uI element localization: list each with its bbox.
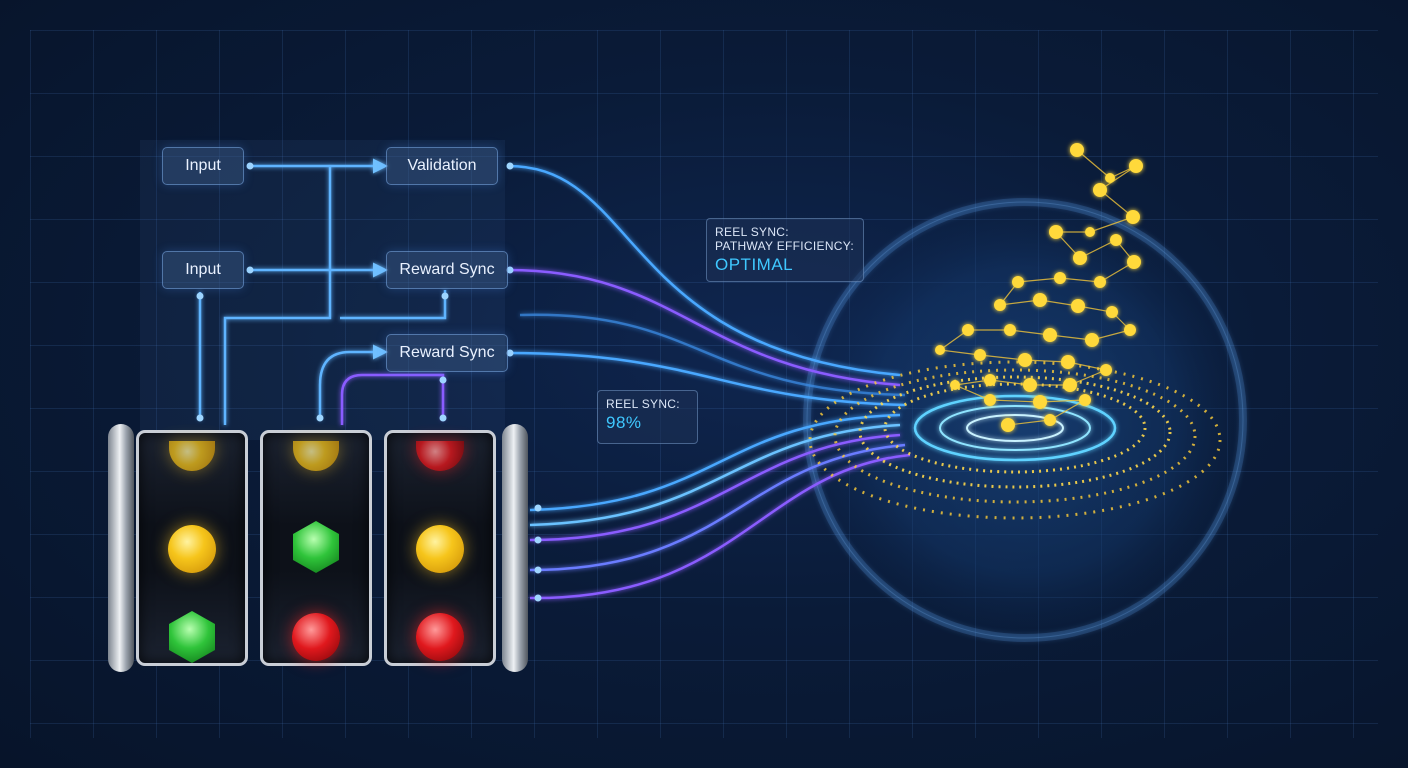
ruby-icon — [292, 613, 340, 661]
flow-endpoints — [506, 162, 542, 602]
flow-reel-3 — [529, 433, 901, 542]
reel-sync-badge: REEL SYNC: 98% — [597, 390, 698, 444]
flow-reward-2 — [507, 351, 906, 407]
node-network — [935, 143, 1143, 432]
sync-value: 98% — [606, 413, 642, 432]
validation-node[interactable]: Validation — [386, 147, 498, 185]
connector-dots — [196, 162, 449, 422]
reel-cap-right — [502, 424, 528, 672]
reel-cap-left — [108, 424, 134, 672]
diagram-connectors-purple — [340, 373, 445, 425]
efficiency-value: OPTIMAL — [715, 255, 794, 274]
coin-icon — [169, 441, 215, 471]
ruby-icon — [416, 613, 464, 661]
connector-branch-a — [223, 166, 332, 425]
reel-3[interactable] — [384, 430, 496, 666]
reel-1[interactable] — [136, 430, 248, 666]
emerald-icon — [293, 521, 339, 573]
efficiency-badge: REEL SYNC: PATHWAY EFFICIENCY: OPTIMAL — [706, 218, 864, 282]
coin-icon — [416, 525, 464, 573]
flow-reward-1 — [507, 268, 901, 387]
connector-reel-reward — [318, 344, 388, 420]
input-node-1[interactable]: Input — [162, 147, 244, 185]
coin-icon — [168, 525, 216, 573]
diagram-panel — [140, 140, 505, 440]
flow-reel-2 — [529, 423, 901, 527]
flow-validation — [507, 164, 901, 377]
diagram-connectors — [198, 158, 447, 425]
energy-rings — [808, 360, 1222, 520]
reward-sync-node-2[interactable]: Reward Sync — [386, 334, 508, 372]
badge-label: REEL SYNC: — [606, 397, 680, 411]
ruby-icon — [416, 441, 464, 471]
flow-reel-4 — [529, 443, 906, 572]
reel-2[interactable] — [260, 430, 372, 666]
badge-label: REEL SYNC: — [715, 225, 789, 239]
emerald-icon — [169, 611, 215, 663]
badge-label: PATHWAY EFFICIENCY: — [715, 239, 855, 253]
flow-mid — [519, 313, 906, 397]
flow-reel-1 — [529, 413, 901, 512]
coin-icon — [293, 441, 339, 471]
slot-machine — [108, 424, 528, 672]
connector-purple-loop — [340, 373, 445, 425]
reward-sync-node-1[interactable]: Reward Sync — [386, 251, 508, 289]
input-node-2[interactable]: Input — [162, 251, 244, 289]
